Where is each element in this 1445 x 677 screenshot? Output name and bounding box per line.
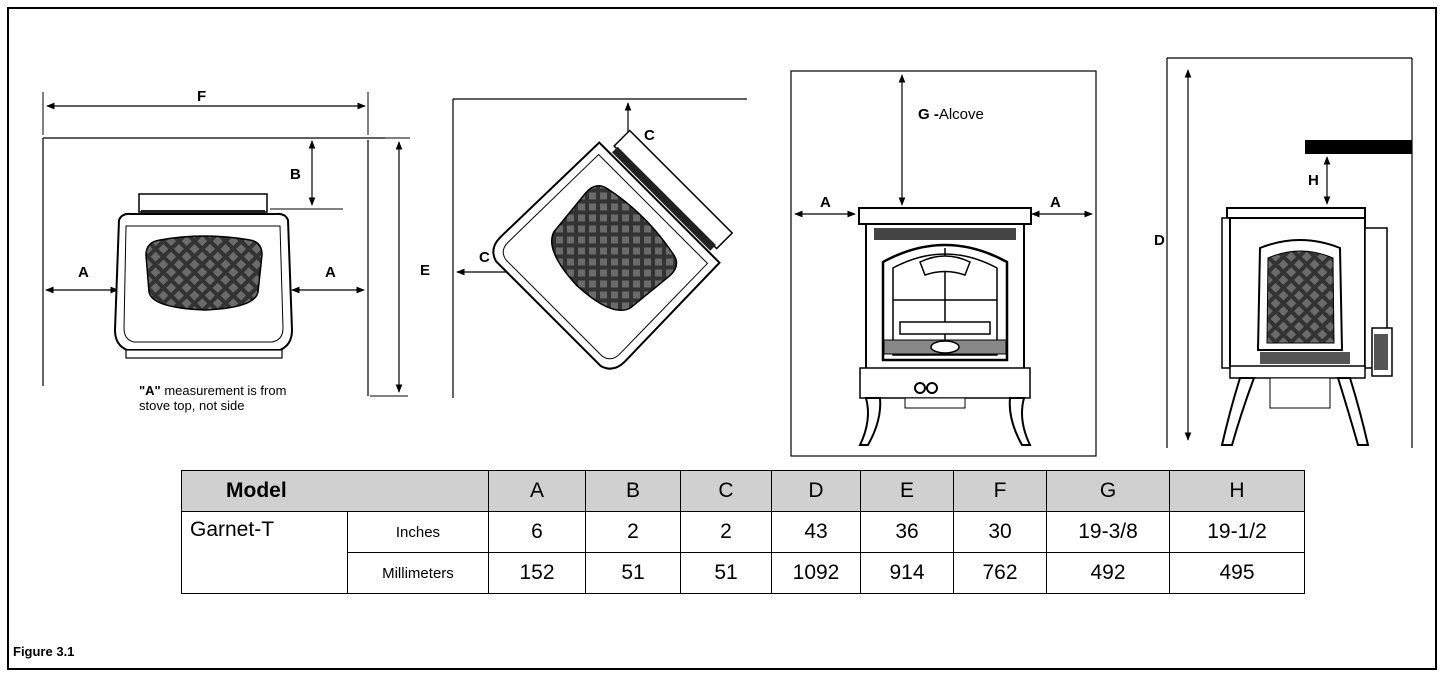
label-c-left: C <box>479 249 490 266</box>
label-b: B <box>290 166 301 183</box>
unit-millimeters: Millimeters <box>346 552 490 594</box>
top-view <box>42 92 410 397</box>
cell-value: 43 <box>771 511 861 553</box>
label-a-front-right: A <box>1050 194 1061 211</box>
column-header-e: E <box>860 470 954 512</box>
cell-value: 762 <box>953 552 1047 594</box>
stove-front-outline <box>858 207 1032 446</box>
cell-value: 36 <box>860 511 954 553</box>
stove-top-outline <box>113 193 294 359</box>
label-f: F <box>197 88 207 105</box>
column-header-b: B <box>585 470 681 512</box>
cell-value: 2 <box>680 511 772 553</box>
cell-value: 914 <box>860 552 954 594</box>
cell-value: 492 <box>1046 552 1170 594</box>
side-view <box>1166 57 1413 448</box>
cell-value: 1092 <box>771 552 861 594</box>
stove-side-outline <box>1220 207 1393 446</box>
figure-frame <box>7 7 1437 670</box>
label-a-left: A <box>78 264 89 281</box>
label-d: D <box>1154 232 1165 249</box>
figure-caption: Figure 3.1 <box>13 644 75 659</box>
label-a-front-left: A <box>820 194 831 211</box>
corner-view <box>452 98 747 398</box>
unit-inches: Inches <box>346 511 490 553</box>
table-row: Garnet-T Inches 6 2 2 43 36 30 19-3/8 19… <box>181 511 1305 594</box>
cell-value: 2 <box>585 511 681 553</box>
table-header-row: Model A B C D E F G H <box>181 470 1305 512</box>
cell-value: 51 <box>585 552 681 594</box>
column-header-c: C <box>680 470 772 512</box>
cell-value: 51 <box>680 552 772 594</box>
model-name: Garnet-T <box>181 511 348 594</box>
cell-value: 495 <box>1169 552 1305 594</box>
column-header-d: D <box>771 470 861 512</box>
cell-value: 19-1/2 <box>1169 511 1305 553</box>
model-header: Model <box>181 470 489 512</box>
column-header-f: F <box>953 470 1047 512</box>
cell-value: 19-3/8 <box>1046 511 1170 553</box>
clearance-table: Model A B C D E F G H Garnet-T Inches 6 … <box>181 470 1305 594</box>
stove-corner-outline <box>492 129 734 370</box>
column-header-h: H <box>1169 470 1305 512</box>
cell-value: 152 <box>488 552 586 594</box>
table-row: Millimeters 152 51 51 1092 914 762 492 4… <box>182 552 1305 594</box>
cell-value: 6 <box>488 511 586 553</box>
label-e: E <box>420 262 431 279</box>
column-header-g: G <box>1046 470 1170 512</box>
cell-value: 30 <box>953 511 1047 553</box>
label-h: H <box>1308 172 1319 189</box>
column-header-a: A <box>488 470 586 512</box>
front-alcove-view <box>790 70 1097 457</box>
label-g-alcove: G -Alcove <box>918 106 984 123</box>
label-a-right: A <box>325 264 336 281</box>
label-c-top: C <box>644 127 655 144</box>
measurement-note: "A" measurement is from stove top, not s… <box>139 383 287 413</box>
mantel-shelf <box>1305 140 1412 154</box>
